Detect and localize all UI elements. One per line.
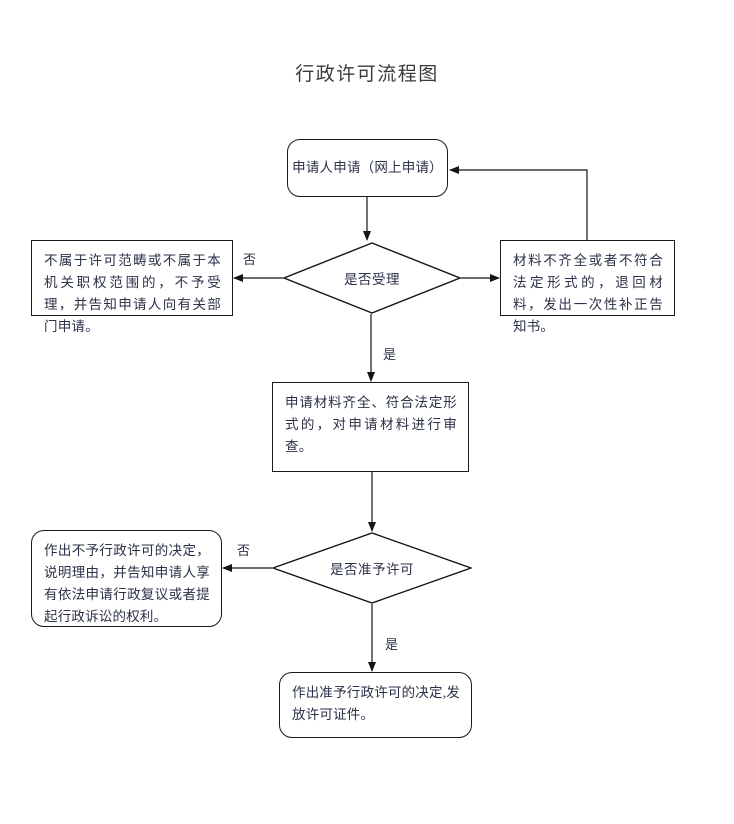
diamond-shape-permit	[272, 532, 472, 604]
node-material-review-text: 申请材料齐全、符合法定形式的，对申请材料进行审查。	[285, 395, 457, 454]
node-permit-granted[interactable]: 作出准予行政许可的决定,发放许可证件。	[279, 672, 472, 738]
node-not-accepted[interactable]: 不属于许可范畴或不属于本机关职权范围的，不予受理，并告知申请人向有关部门申请。	[31, 240, 233, 334]
node-materials-incomplete[interactable]: 材料不齐全或者不符合法定形式的，退回材料，发出一次性补正告知书。	[500, 240, 675, 334]
decision-is-permit-granted[interactable]: 是否准予许可	[272, 532, 472, 604]
node-applicant-application[interactable]: 申请人申请 （网上申请）	[287, 139, 448, 197]
edge-label-accept-yes: 是	[383, 347, 397, 362]
edge-label-accept-no: 否	[243, 252, 257, 267]
node-materials-incomplete-text: 材料不齐全或者不符合法定形式的，退回材料，发出一次性补正告知书。	[513, 253, 663, 334]
node-permit-denied[interactable]: 作出不予行政许可的决定，说明理由，并告知申请人享有依法申请行政复议或者提起行政诉…	[31, 530, 222, 627]
node-material-review[interactable]: 申请材料齐全、符合法定形式的，对申请材料进行审查。	[272, 382, 469, 472]
node-applicant-application-line1: 申请人申请	[292, 159, 361, 175]
edge-label-permit-yes: 是	[385, 637, 399, 652]
node-applicant-application-line2: （网上申请）	[360, 159, 443, 175]
page-title: 行政许可流程图	[295, 64, 439, 85]
node-permit-denied-text: 作出不予行政许可的决定，说明理由，并告知申请人享有依法申请行政复议或者提起行政诉…	[44, 543, 210, 624]
node-permit-granted-text: 作出准予行政许可的决定,发放许可证件。	[292, 685, 460, 722]
node-not-accepted-text: 不属于许可范畴或不属于本机关职权范围的，不予受理，并告知申请人向有关部门申请。	[44, 253, 221, 334]
edge-incomplete-to-apply	[449, 166, 588, 240]
decision-is-permit-granted-label: 是否准予许可	[330, 562, 414, 577]
diamond-shape-accept	[283, 242, 461, 314]
edge-label-permit-no: 否	[237, 543, 251, 558]
decision-is-accepted[interactable]: 是否受理	[283, 242, 461, 314]
decision-is-accepted-label: 是否受理	[344, 272, 400, 287]
